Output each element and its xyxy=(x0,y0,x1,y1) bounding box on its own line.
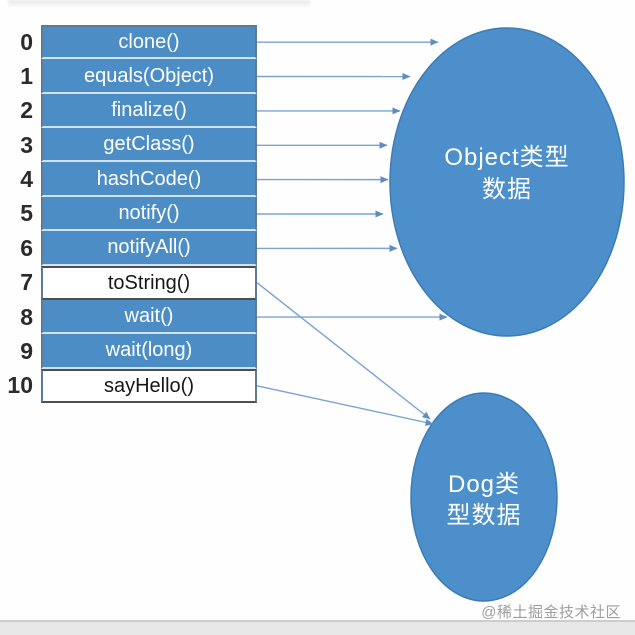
row-index: 9 xyxy=(20,337,33,364)
bottom-strip xyxy=(0,620,635,635)
method-cell: toString() xyxy=(41,265,257,300)
virtual-method-table: 0 clone() 1 equals(Object) 2 finalize() 3 getCl… xyxy=(0,25,257,403)
row-index: 0 xyxy=(20,28,33,55)
row-index: 4 xyxy=(20,166,33,193)
row-index: 6 xyxy=(20,234,33,261)
watermark-text: @稀土掘金技术社区 xyxy=(481,604,621,621)
dog-class-ellipse xyxy=(410,392,558,602)
table-row: 9 wait(long) xyxy=(0,334,257,369)
method-pointer-arrow-toString-to-dog xyxy=(256,282,431,420)
table-row: 0 clone() xyxy=(0,25,257,60)
table-row: 4 hashCode() xyxy=(0,162,257,197)
table-row: 3 getClass() xyxy=(0,128,257,163)
method-cell: hashCode() xyxy=(41,162,257,197)
table-row: 2 finalize() xyxy=(0,93,257,129)
row-index: 5 xyxy=(20,200,33,227)
method-cell: notify() xyxy=(41,196,257,232)
table-row: 10 sayHello() xyxy=(0,368,257,403)
table-row: 1 equals(Object) xyxy=(0,59,257,94)
method-cell: getClass() xyxy=(41,128,257,163)
cropped-text-remnant xyxy=(8,0,310,7)
row-index: 1 xyxy=(20,63,33,90)
row-index: 7 xyxy=(20,269,33,296)
table-row: 8 wait() xyxy=(0,299,257,335)
method-cell: clone() xyxy=(41,25,257,60)
table-row: 6 notifyAll() xyxy=(0,231,257,266)
method-cell: notifyAll() xyxy=(41,231,257,266)
method-cell: wait() xyxy=(41,299,257,335)
method-cell: equals(Object) xyxy=(41,59,257,94)
method-cell: wait(long) xyxy=(41,334,257,369)
table-row: 7 toString() xyxy=(0,265,257,300)
object-class-ellipse xyxy=(389,27,625,337)
method-pointer-arrow-sayHello-to-dog xyxy=(256,385,434,426)
row-index: 3 xyxy=(20,131,33,158)
method-cell: sayHello() xyxy=(41,368,257,403)
row-index: 10 xyxy=(7,372,33,399)
row-index: 8 xyxy=(20,303,33,330)
method-cell: finalize() xyxy=(41,93,257,129)
table-row: 5 notify() xyxy=(0,196,257,232)
row-index: 2 xyxy=(20,97,33,124)
